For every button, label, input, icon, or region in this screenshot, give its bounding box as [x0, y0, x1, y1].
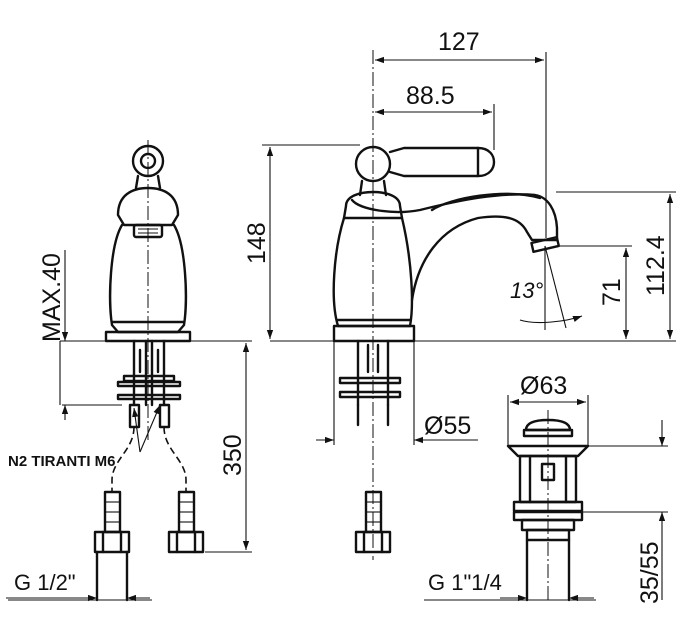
spout-height-label: 71: [598, 278, 626, 306]
waste-diameter-label: Ø63: [520, 372, 567, 400]
handle-width-label: 88.5: [406, 82, 455, 110]
total-width-label: 127: [438, 28, 480, 56]
side-hose-left: [111, 426, 135, 492]
supply-thread-label: G 1/2": [14, 570, 76, 595]
front-shanks: [356, 339, 390, 407]
front-view: 127 88.5 148 112.4 71 13° Ø55: [243, 28, 676, 560]
front-fitting: [354, 490, 392, 554]
waste-view: Ø63 35/55 G 1"1/4: [424, 372, 668, 604]
side-rod-right: [158, 403, 171, 429]
waste-height-label: 35/55: [636, 541, 664, 604]
side-view: MAX.40 350 N2 TIRANTI M6 G 1/2": [6, 140, 252, 602]
waste-flange: [506, 444, 590, 458]
front-body: [342, 190, 404, 220]
side-handle-stem: [134, 174, 162, 190]
side-hose-right: [163, 426, 187, 492]
side-handle-knob: [131, 144, 165, 178]
front-handle-lever: [388, 146, 496, 178]
rods-label: N2 TIRANTI M6: [8, 453, 116, 470]
waste-thread-label: G 1"1/4: [428, 570, 502, 595]
front-spout: [350, 193, 559, 302]
body-height-label: 148: [243, 222, 271, 264]
hose-length-label: 350: [219, 434, 247, 476]
side-spout-mouth: [132, 223, 164, 239]
spout-angle-label: 13°: [510, 278, 543, 303]
side-body-neck: [116, 186, 180, 227]
side-shanks: [132, 339, 166, 407]
side-fitting-left: [93, 490, 131, 602]
max-deck-label: MAX.40: [38, 253, 66, 342]
total-height-label: 112.4: [642, 235, 670, 296]
front-handle-cap: [354, 145, 392, 183]
front-base: [332, 324, 416, 343]
waste-cap: [524, 418, 572, 432]
side-fitting-right: [167, 490, 205, 554]
base-diameter-label: Ø55: [424, 412, 471, 440]
